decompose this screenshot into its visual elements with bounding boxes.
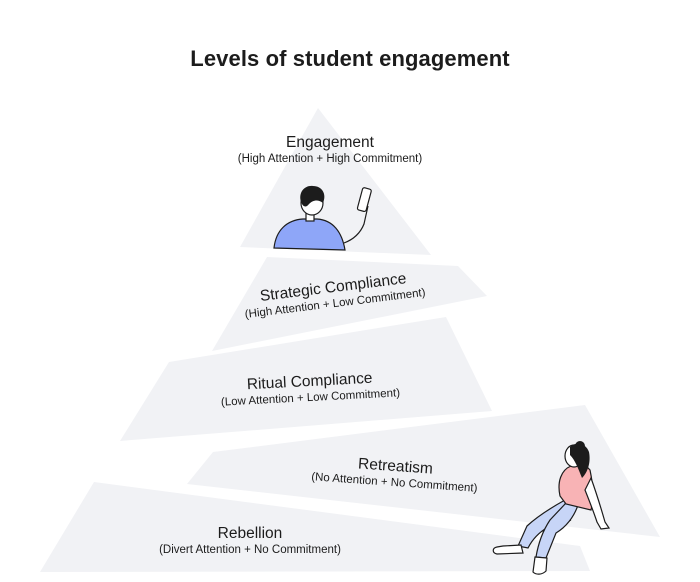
level-rebellion: Rebellion (Divert Attention + No Commitm… — [130, 524, 370, 557]
sitting-student-icon — [492, 441, 611, 575]
level-detail: (Divert Attention + No Commitment) — [159, 544, 341, 556]
level-slab-rebellion — [40, 482, 590, 572]
level-engagement: Engagement (High Attention + High Commit… — [200, 133, 460, 166]
level-slab-engagement — [240, 108, 431, 255]
level-detail: (High Attention + High Commitment) — [237, 153, 423, 165]
level-slab-retreatism — [187, 405, 660, 537]
level-name: Engagement — [286, 134, 374, 151]
level-slab-ritual-compliance — [120, 317, 492, 441]
level-slab-strategic-compliance — [212, 257, 487, 351]
level-name: Rebellion — [217, 525, 283, 542]
diagram-title: Levels of student engagement — [190, 46, 510, 71]
student-with-phone-icon — [273, 185, 372, 251]
